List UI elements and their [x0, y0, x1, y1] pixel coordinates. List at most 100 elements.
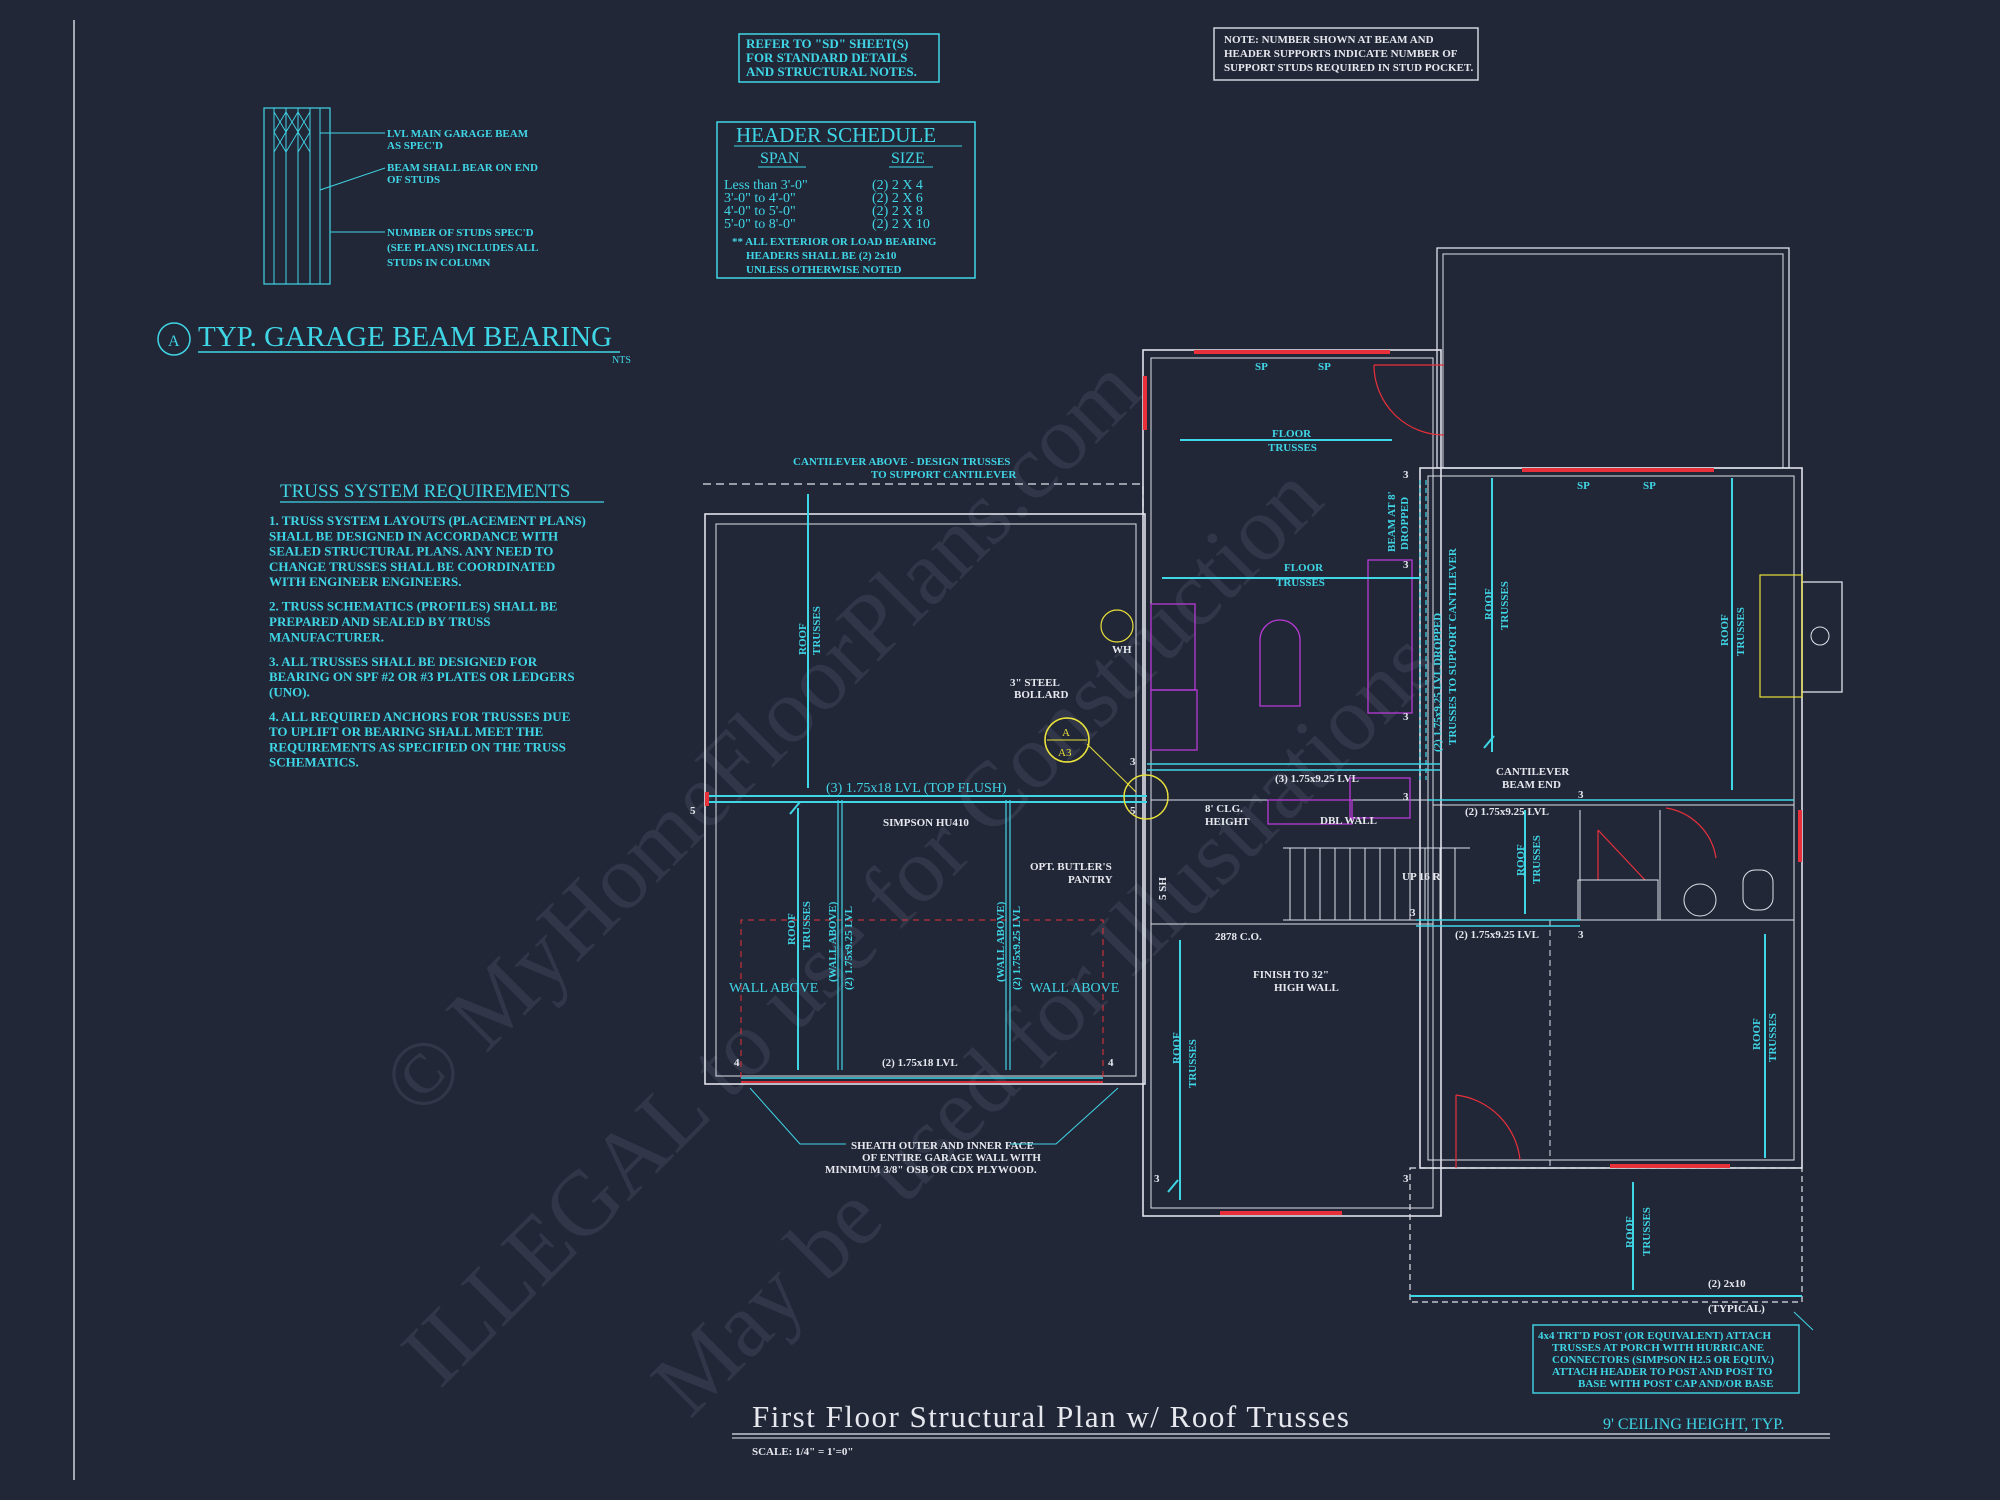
- stud-count: 3: [1410, 907, 1416, 919]
- ceiling-height-note: 9' CEILING HEIGHT, TYP.: [1603, 1416, 1784, 1433]
- header-schedule-title: HEADER SCHEDULE: [736, 123, 936, 147]
- roof-trusses-dining-a: ROOF: [1171, 1032, 1183, 1064]
- roof-trusses-porch-a: ROOF: [1624, 1216, 1636, 1248]
- truss-req-line: 3. ALL TRUSSES SHALL BE DESIGNED FOR: [269, 654, 538, 669]
- post-note-5: BASE WITH POST CAP AND/OR BASE: [1578, 1378, 1774, 1390]
- floor-trusses-1a: FLOOR: [1272, 428, 1312, 440]
- beams: [707, 480, 1794, 1083]
- stud-count: 3: [1578, 929, 1584, 941]
- stud-counts: 3 3 3 3 3 3 5 5 4 4 3 3 3 3: [690, 469, 1584, 1185]
- stud-count: 4: [1108, 1057, 1114, 1069]
- garage-lvl-label: (2) 1.75x18 LVL: [882, 1057, 958, 1069]
- roof-trusses-garage-2a: ROOF: [786, 913, 798, 945]
- truss-req-line: SHALL BE DESIGNED IN ACCORDANCE WITH: [269, 528, 558, 543]
- roof-trusses-hall-a: ROOF: [1515, 844, 1527, 876]
- header-row-1-span: Less than 3'-0": [724, 178, 808, 193]
- stud-note-box: NOTE: NUMBER SHOWN AT BEAM AND HEADER SU…: [1213, 27, 1479, 81]
- detail-callout-a3: A A3: [1044, 717, 1169, 820]
- truss-req-line: MANUFACTURER.: [269, 629, 384, 644]
- stud-count: 3: [1403, 711, 1409, 723]
- trusses-support-cantilever: TRUSSES TO SUPPORT CANTILEVER: [1447, 547, 1459, 745]
- header-row-3-size: (2) 2 X 8: [872, 204, 923, 219]
- stud-count: 3: [1578, 789, 1584, 801]
- header-col-size: SIZE: [891, 150, 925, 167]
- stud-count: 3: [1403, 469, 1409, 481]
- header-row-1-size: (2) 2 X 4: [872, 178, 923, 193]
- header-row-3-span: 4'-0" to 5'-0": [724, 204, 796, 219]
- roof-trusses-bed-a: ROOF: [1751, 1018, 1763, 1050]
- beam-dropped-2: DROPPED: [1399, 497, 1411, 550]
- roof-trusses-family2-b: TRUSSES: [1735, 607, 1747, 656]
- garage-beam-detail: LVL MAIN GARAGE BEAM AS SPEC'D BEAM SHAL…: [157, 107, 631, 366]
- beam-callout-3c: STUDS IN COLUMN: [387, 257, 490, 269]
- porch-2x10: (2) 2x10: [1708, 1278, 1746, 1290]
- roof-trusses-garage-1b: TRUSSES: [811, 606, 823, 655]
- cantilever-beam-end-2: BEAM END: [1502, 779, 1561, 791]
- note-line-2: HEADER SUPPORTS INDICATE NUMBER OF: [1224, 48, 1458, 60]
- post-note-box: 4x4 TRT'D POST (OR EQUIVALENT) ATTACH TR…: [1532, 1311, 1814, 1394]
- floor-trusses-2a: FLOOR: [1284, 562, 1324, 574]
- header-footnote-1: ** ALL EXTERIOR OR LOAD BEARING: [732, 236, 937, 248]
- header-row-4-size: (2) 2 X 10: [872, 217, 930, 232]
- floor-trusses-2b: TRUSSES: [1276, 577, 1325, 589]
- sheath-1: SHEATH OUTER AND INNER FACE: [851, 1140, 1034, 1152]
- truss-req-title: TRUSS SYSTEM REQUIREMENTS: [280, 481, 570, 502]
- cantilever-above-2: TO SUPPORT CANTILEVER: [871, 469, 1017, 481]
- dbl-wall: DBL WALL: [1320, 815, 1377, 827]
- truss-req-line: TO UPLIFT OR BEARING SHALL MEET THE: [269, 724, 543, 739]
- truss-req-line: WITH ENGINEER ENGINEERS.: [269, 574, 462, 589]
- truss-req-line: CHANGE TRUSSES SHALL BE COORDINATED: [269, 559, 555, 574]
- windows: [705, 350, 1802, 1215]
- roof-trusses-bed-b: TRUSSES: [1767, 1013, 1779, 1062]
- detail-marker-a: A: [168, 333, 180, 350]
- detail-marker-top: A: [1062, 727, 1070, 739]
- refer-line-3: AND STRUCTURAL NOTES.: [746, 64, 917, 79]
- finish-wall-1: FINISH TO 32": [1253, 969, 1329, 981]
- sp-label-2: SP: [1318, 361, 1331, 373]
- header-schedule: HEADER SCHEDULE SPAN SIZE Less than 3'-0…: [716, 121, 976, 279]
- wall-above-small-left: (WALL ABOVE): [827, 901, 839, 982]
- wall-above-small-right: (WALL ABOVE): [995, 901, 1007, 982]
- roof-trusses-family-a: ROOF: [1483, 588, 1495, 620]
- truss-req-line: SEALED STRUCTURAL PLANS. ANY NEED TO: [269, 544, 553, 559]
- stud-count: 5: [1130, 805, 1136, 817]
- butlers-pantry-2: PANTRY: [1068, 874, 1113, 886]
- truss-req-line: PREPARED AND SEALED BY TRUSS: [269, 614, 491, 629]
- beam-dropped-1: BEAM AT 8': [1386, 491, 1398, 552]
- truss-req-line: SCHEMATICS.: [269, 755, 359, 770]
- truss-req-line: 1. TRUSS SYSTEM LAYOUTS (PLACEMENT PLANS…: [269, 513, 586, 528]
- main-beam-label: (3) 1.75x18 LVL (TOP FLUSH): [826, 781, 1007, 796]
- steel-bollard-2: BOLLARD: [1014, 689, 1068, 701]
- co-label: 2878 C.O.: [1215, 931, 1262, 943]
- header-row-2-size: (2) 2 X 6: [872, 191, 923, 206]
- truss-req-line: 4. ALL REQUIRED ANCHORS FOR TRUSSES DUE: [269, 709, 570, 724]
- beam-detail-title: TYP. GARAGE BEAM BEARING: [198, 321, 612, 353]
- simpson-label: SIMPSON HU410: [883, 817, 969, 829]
- sheath-3: MINIMUM 3/8" OSB OR CDX PLYWOOD.: [825, 1164, 1037, 1176]
- beam-callout-3a: NUMBER OF STUDS SPEC'D: [387, 227, 534, 239]
- stud-count: 3: [1403, 559, 1409, 571]
- post-note-2: TRUSSES AT PORCH WITH HURRICANE: [1552, 1342, 1764, 1354]
- refer-line-1: REFER TO "SD" SHEET(S): [746, 36, 908, 51]
- beam-callout-3b: (SEE PLANS) INCLUDES ALL: [387, 242, 538, 254]
- header-footnote-2: HEADERS SHALL BE (2) 2x10: [746, 250, 897, 262]
- stud-count: 3: [1403, 791, 1409, 803]
- plan-labels: SP SP SP SP FLOOR TRUSSES FLOOR TRUSSES …: [729, 361, 1779, 1315]
- truss-req-line: BEARING ON SPF #2 OR #3 PLATES OR LEDGER…: [269, 669, 575, 684]
- roof-trusses-garage-1a: ROOF: [797, 623, 809, 655]
- truss-arrows: [789, 439, 1766, 1290]
- floor-trusses-1b: TRUSSES: [1268, 442, 1317, 454]
- stud-count: 3: [1154, 1173, 1160, 1185]
- drawing-title: First Floor Structural Plan w/ Roof Trus…: [752, 1399, 1350, 1434]
- wall-above-left: WALL ABOVE: [729, 981, 818, 996]
- truss-req-line: 2. TRUSS SCHEMATICS (PROFILES) SHALL BE: [269, 599, 557, 614]
- beam-callout-2a: BEAM SHALL BEAR ON END: [387, 162, 538, 174]
- note-line-1: NOTE: NUMBER SHOWN AT BEAM AND: [1224, 34, 1434, 46]
- sh-label: 5 SH: [1157, 877, 1169, 900]
- butlers-pantry-1: OPT. BUTLER'S: [1030, 861, 1112, 873]
- drawing-scale: SCALE: 1/4" = 1'=0": [752, 1446, 853, 1458]
- sheath-2: OF ENTIRE GARAGE WALL WITH: [862, 1152, 1041, 1164]
- stud-count: 5: [690, 805, 696, 817]
- detail-marker-bottom: A3: [1058, 747, 1072, 759]
